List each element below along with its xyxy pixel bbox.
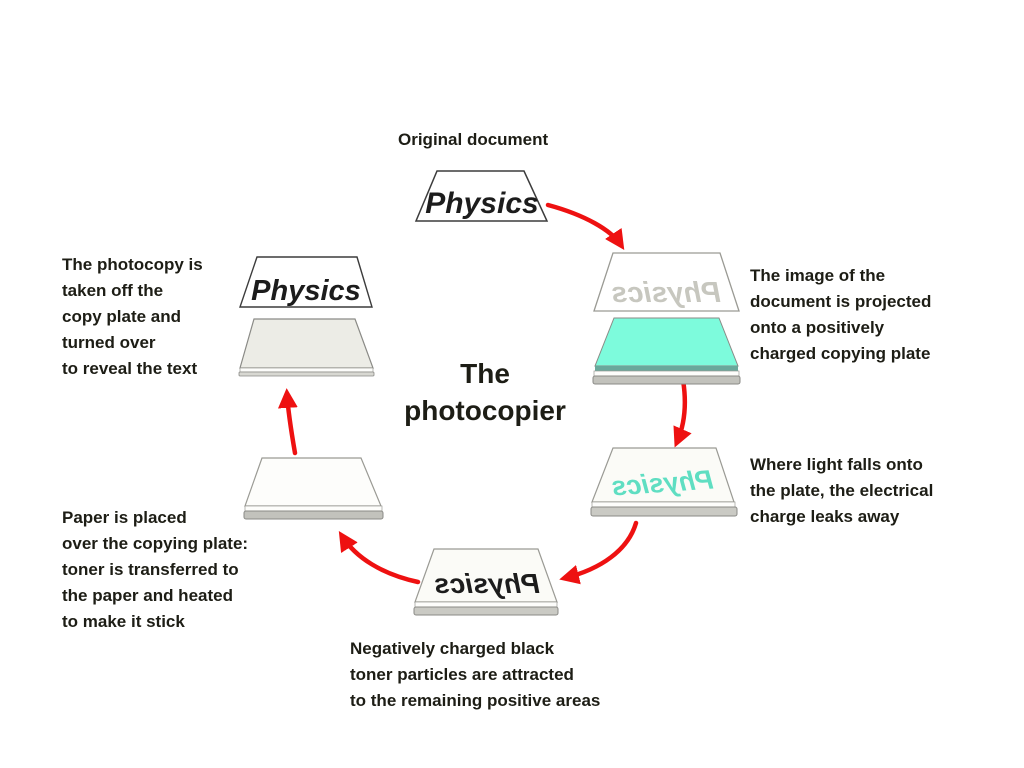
- note-photocopy: The photocopy is taken off the copy plat…: [62, 255, 203, 378]
- toner-physics-mirrored-label: Physics: [434, 568, 540, 599]
- note-toner: Negatively charged black toner particles…: [350, 639, 601, 710]
- plate-surface: [414, 170, 549, 222]
- projected-image-plate: Physics: [593, 252, 740, 312]
- arrow-paper-to-photocopy-icon: [277, 388, 298, 456]
- original-physics-label: Physics: [425, 187, 538, 220]
- plate-inner-edge: [595, 366, 738, 371]
- photocopy-physics-label: Physics: [251, 275, 361, 307]
- charged-copying-plate: [592, 317, 741, 385]
- light-exposed-plate: Physics: [590, 447, 738, 517]
- note-light-falls: Where light falls onto the plate, the el…: [750, 455, 934, 526]
- plate-front-edge: [238, 371, 375, 377]
- photocopy-sheet: Physics: [239, 256, 373, 308]
- plate-front-edge: [243, 510, 384, 520]
- arrow-original-to-projected-icon: [545, 202, 625, 250]
- plate-surface: [239, 256, 373, 308]
- toner-plate: Physics: [413, 548, 559, 616]
- arrow-projected-to-light-icon: [673, 377, 692, 448]
- plate-front-edge: [592, 375, 741, 385]
- original-document-label: Original document: [398, 130, 549, 149]
- cycle-arrows: [277, 202, 692, 585]
- plate-mid-edge: [244, 505, 383, 512]
- remaining-charge-physics-label: Physics: [610, 464, 714, 501]
- empty-copy-plate: [238, 318, 375, 377]
- arrow-light-to-toner-icon: [559, 520, 639, 585]
- projected-physics-ghost-label: Physics: [611, 277, 721, 309]
- note-projected: The image of the document is projected o…: [750, 266, 932, 363]
- plate-surface: [593, 252, 740, 312]
- arrow-toner-to-paper-icon: [338, 530, 421, 585]
- paper-on-plate: [243, 457, 384, 520]
- plate-mid-edge: [414, 601, 558, 608]
- plate-surface: [244, 457, 382, 507]
- note-paper: Paper is placed over the copying plate: …: [62, 508, 249, 631]
- plate-mid-edge: [591, 501, 736, 508]
- original-document-plate: Physics: [414, 170, 549, 222]
- plate-front-edge: [413, 606, 559, 616]
- diagram-title: The photocopier: [404, 358, 566, 426]
- plate-front-edge: [590, 506, 738, 517]
